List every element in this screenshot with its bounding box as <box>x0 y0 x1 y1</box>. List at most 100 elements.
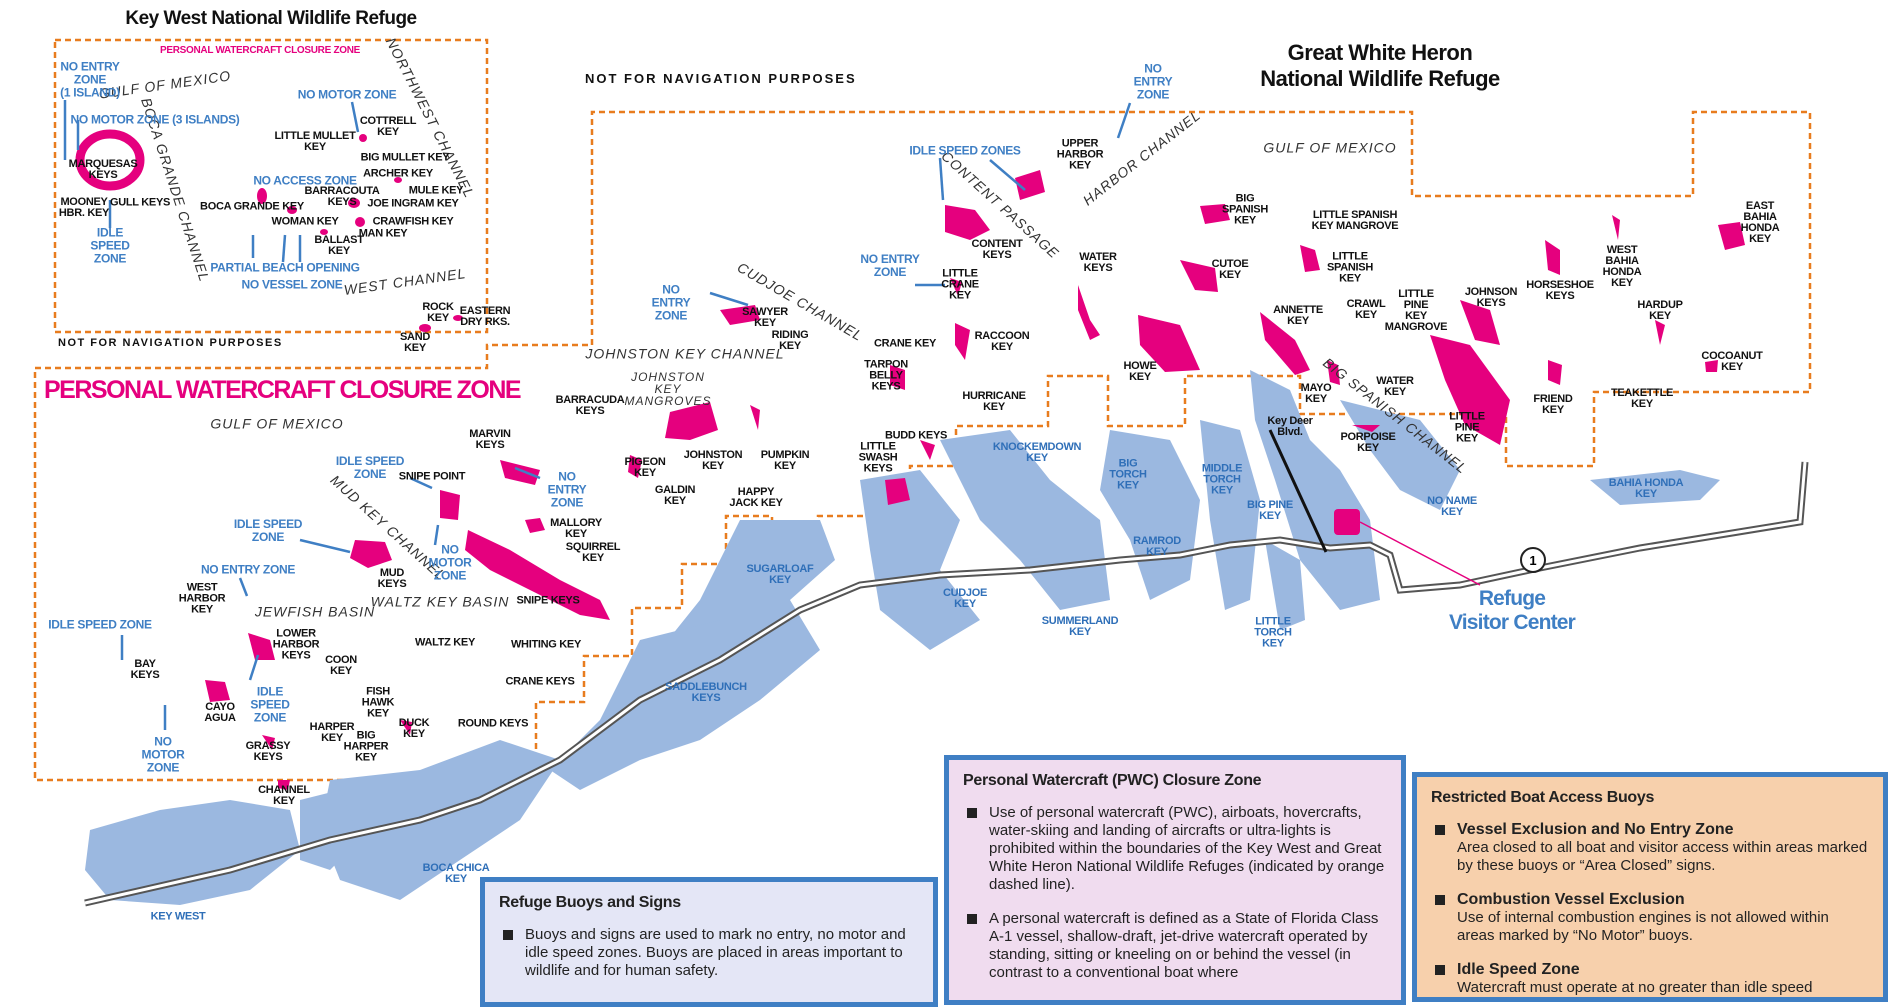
pwc-closure-item-2: A personal watercraft is defined as a St… <box>963 910 1387 982</box>
not-for-navigation-top: NOT FOR NAVIGATION PURPOSES <box>585 71 857 86</box>
label-key-deer-blvd: Key Deer Blvd. <box>1267 415 1313 438</box>
visitor-center-icon <box>1334 509 1360 535</box>
label-sawyer-key: SAWYER KEY <box>742 306 788 329</box>
label-waltz-key: WALTZ KEY <box>414 636 476 649</box>
label-crane-keys: CRANE KEYS <box>505 675 575 688</box>
label-johnson-keys: JOHNSON KEYS <box>1464 286 1518 309</box>
island-little-spanish <box>1300 245 1320 272</box>
label-cudjoe-key: CUDJOE KEY <box>942 587 988 610</box>
label-riding-key: RIDING KEY <box>771 329 809 352</box>
label-crawl-key: CRAWL KEY <box>1346 298 1386 321</box>
restricted-item-3-heading: Idle Speed Zone <box>1457 961 1580 978</box>
label-big-torch-key: BIG TORCH KEY <box>1109 457 1147 492</box>
island-content-north <box>1015 170 1045 200</box>
island-water-keys <box>1078 285 1100 340</box>
land-bahia-honda <box>1590 470 1720 505</box>
label-mud-keys: MUD KEYS <box>377 567 407 590</box>
restricted-item-3: Idle Speed Zone Watercraft must operate … <box>1431 961 1869 997</box>
label-snipe-keys: SNIPE KEYS <box>516 594 580 607</box>
label-idle-speed-zones-main: IDLE SPEED ZONES <box>909 143 1021 158</box>
label-coon-key: COON KEY <box>325 654 357 677</box>
island-woman-key <box>287 206 297 214</box>
label-mooney-hbr-key: MOONEY HBR. KEY <box>58 196 110 219</box>
label-middle-torch-key: MIDDLE TORCH KEY <box>1201 462 1243 497</box>
label-no-vessel-zone: NO VESSEL ZONE <box>241 277 343 292</box>
label-barracuda-keys: BARRACUDA KEYS <box>555 394 625 417</box>
restricted-item-1: Vessel Exclusion and No Entry Zone Area … <box>1431 821 1869 875</box>
island-east-bahia <box>1718 222 1745 250</box>
not-for-navigation-inset: NOT FOR NAVIGATION PURPOSES <box>58 337 283 349</box>
label-little-pine-key-mangrove: LITTLE PINE KEY MANGROVE <box>1384 288 1448 333</box>
label-no-entry-zone-sawyer: NO ENTRY ZONE <box>651 282 691 323</box>
land-key-west <box>85 800 300 905</box>
restricted-item-2-heading: Combustion Vessel Exclusion <box>1457 891 1685 908</box>
label-sand-key: SAND KEY <box>400 331 430 354</box>
label-big-mullet-key: BIG MULLET KEY <box>360 151 450 164</box>
label-idle-speed-zone-mud: IDLE SPEED ZONE <box>233 517 303 544</box>
label-little-torch-key: LITTLE TORCH KEY <box>1254 615 1292 650</box>
island-cayo-agua <box>205 680 230 702</box>
island-johnson <box>1460 300 1500 345</box>
land-little-torch <box>1265 540 1305 630</box>
island-big-spanish <box>1200 204 1230 224</box>
label-idle-speed-zone-bay: IDLE SPEED ZONE <box>48 617 152 632</box>
label-channel-key: CHANNEL KEY <box>258 784 310 807</box>
island-sand-key <box>419 324 431 332</box>
label-johnston-key-mangroves: JOHNSTON KEY MANGROVES <box>624 370 712 408</box>
label-no-motor-zone-inset: NO MOTOR ZONE <box>297 87 397 102</box>
label-boca-grande-key: BOCA GRANDE KEY <box>200 200 304 213</box>
label-hurricane-key: HURRICANE KEY <box>962 390 1026 413</box>
label-crawfish-key: CRAWFISH KEY <box>372 215 454 228</box>
key-west-refuge-title: Key West National Wildlife Refuge <box>125 8 417 29</box>
island-grassy <box>262 735 275 750</box>
land-middle-torch <box>1200 420 1260 610</box>
label-west-bahia-honda-key: WEST BAHIA HONDA KEY <box>1602 244 1642 289</box>
great-white-heron-title: Great White Heron National Wildlife Refu… <box>1260 40 1500 91</box>
label-woman-key: WOMAN KEY <box>271 215 339 228</box>
zone-arrows <box>63 100 1132 730</box>
label-knockemdown-key: KNOCKEMDOWN KEY <box>992 441 1082 464</box>
label-no-entry-zone-1-island: NO ENTRY ZONE (1 ISLAND) <box>60 59 120 100</box>
label-whiting-key: WHITING KEY <box>510 638 582 651</box>
label-snipe-point: SNIPE POINT <box>398 470 466 483</box>
island-cottrell <box>359 134 367 142</box>
label-friend-key: FRIEND KEY <box>1533 393 1573 416</box>
restricted-item-3-text: Watercraft must operate at no greater th… <box>1457 979 1813 996</box>
island-boca-grande <box>257 188 267 204</box>
restricted-item-1-heading: Vessel Exclusion and No Entry Zone <box>1457 821 1734 838</box>
restricted-buoys-title: Restricted Boat Access Buoys <box>1431 789 1655 806</box>
island-annette <box>1260 312 1310 375</box>
pwc-closure-box: Personal Watercraft (PWC) Closure Zone U… <box>944 755 1406 1005</box>
restricted-item-1-text: Area closed to all boat and visitor acce… <box>1457 839 1868 874</box>
label-rock-key: ROCK KEY <box>422 301 454 324</box>
label-duck-key: DUCK KEY <box>398 717 430 740</box>
island-hardup <box>1655 320 1665 345</box>
label-howe-key: HOWE KEY <box>1123 360 1157 383</box>
label-boca-chica-key: BOCA CHICA KEY <box>422 862 490 885</box>
label-little-crane-key: LITTLE CRANE KEY <box>941 267 979 302</box>
land-boca-chica <box>320 740 560 900</box>
pwc-closure-item-1: Use of personal watercraft (PWC), airboa… <box>963 804 1387 894</box>
label-man-key: MAN KEY <box>358 227 408 240</box>
island-cocoanut <box>1705 360 1718 372</box>
label-cutoe-key: CUTOE KEY <box>1211 258 1249 281</box>
highway-shield-icon <box>1520 547 1546 573</box>
island-marvin <box>500 460 540 485</box>
label-joe-ingram-key: JOE INGRAM KEY <box>367 197 459 210</box>
label-johnston-key-channel: JOHNSTON KEY CHANNEL <box>585 345 785 362</box>
highway-shield-number: 1 <box>1529 553 1536 568</box>
label-galdin-key: GALDIN KEY <box>654 484 696 507</box>
island-howe <box>1138 315 1200 372</box>
label-marquesas-keys: MARQUESAS KEYS <box>68 158 138 181</box>
island-snipe <box>465 530 610 620</box>
island-archer <box>394 177 402 183</box>
label-teakettle-key: TEAKETTLE KEY <box>1610 387 1674 410</box>
island-mallory <box>525 518 545 533</box>
label-content-keys: CONTENT KEYS <box>971 238 1023 261</box>
pwc-zone-title: PERSONAL WATERCRAFT CLOSURE ZONE <box>44 376 522 404</box>
label-marvin-keys: MARVIN KEYS <box>469 428 511 451</box>
refuge-visitor-center-label: Refuge Visitor Center <box>1448 587 1576 634</box>
label-squirrel-key: SQUIRREL KEY <box>565 541 621 564</box>
visitor-center-leader <box>1359 521 1481 586</box>
label-little-spanish-key: LITTLE SPANISH KEY <box>1327 250 1373 285</box>
